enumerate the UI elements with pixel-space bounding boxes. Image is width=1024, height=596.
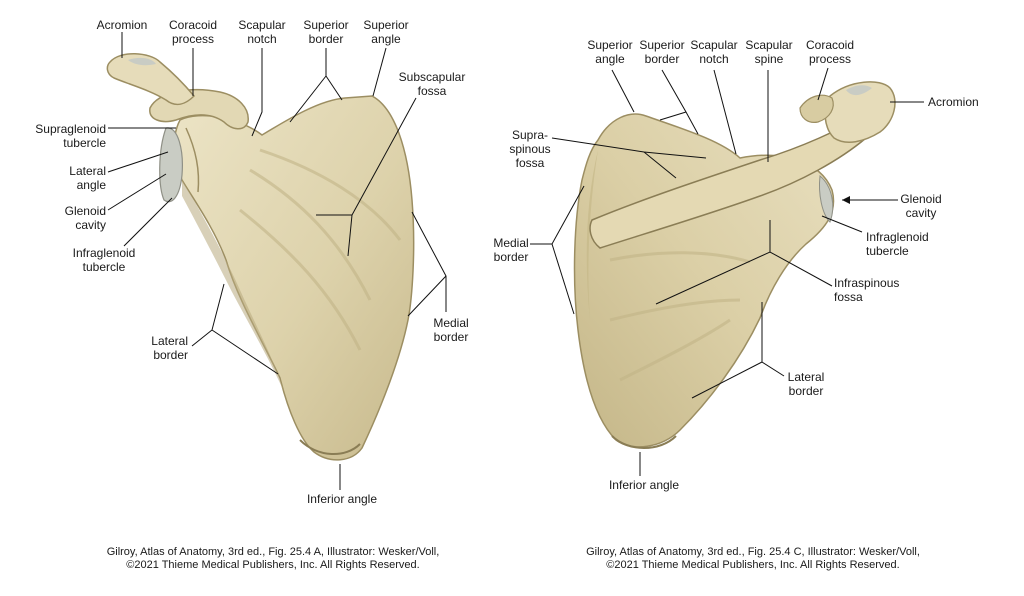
- label-supraglenoid-tubercle-left: Supraglenoid tubercle: [35, 122, 106, 150]
- right-inferior-rim: [611, 435, 677, 449]
- left-acromion-facet: [128, 57, 156, 66]
- leader-superior-border-right-2: [659, 111, 687, 121]
- label-glenoid-cavity-left: Glenoid cavity: [64, 204, 106, 232]
- label-coracoid-process-right: Coracoid process: [805, 38, 855, 66]
- leader-superior-border-left-2: [325, 75, 343, 101]
- leader-scapular-notch-left: [251, 48, 263, 137]
- right-coracoid: [799, 94, 834, 123]
- left-lateral-pillar: [182, 180, 284, 392]
- label-medial-border-right: Medial border: [493, 236, 529, 264]
- left-glenoid: [159, 127, 183, 203]
- label-medial-border-left: Medial border: [433, 316, 469, 344]
- left-acromion: [106, 53, 196, 106]
- label-infraspinous-fossa-right: Infraspinous fossa: [834, 276, 900, 304]
- glenoid-arrow-icon: [842, 196, 850, 204]
- label-infraglenoid-tubercle-right: Infraglenoid tubercle: [866, 230, 929, 258]
- right-scapula-blade: [573, 113, 835, 448]
- label-coracoid-process-left: Coracoid process: [168, 18, 218, 46]
- label-lateral-angle-left: Lateral angle: [69, 164, 106, 192]
- right-glenoid-edge: [819, 175, 834, 223]
- label-superior-angle-left: Superior angle: [363, 18, 409, 46]
- label-lateral-border-left: Lateral border: [151, 334, 188, 362]
- scapula-anterior-view: [106, 53, 415, 461]
- credit-left-line1: Gilroy, Atlas of Anatomy, 3rd ed., Fig. …: [106, 546, 440, 558]
- right-acromion-facet: [846, 85, 872, 96]
- scapula-posterior-view: [573, 81, 896, 449]
- leader-infraglenoid-left: [123, 197, 173, 247]
- leader-lateral-border-left-2: [211, 329, 279, 375]
- leader-lateral-border-right-2: [691, 361, 763, 399]
- label-scapular-notch-right: Scapular notch: [690, 38, 738, 66]
- label-inferior-angle-left: Inferior angle: [306, 492, 378, 506]
- leader-lateral-angle-left: [107, 151, 169, 173]
- label-superior-border-right: Superior border: [639, 38, 685, 66]
- label-acromion-left: Acromion: [96, 18, 148, 32]
- credit-left: Gilroy, Atlas of Anatomy, 3rd ed., Fig. …: [53, 546, 493, 572]
- label-subscapular-fossa-left: Subscapular fossa: [398, 70, 466, 98]
- label-infraglenoid-tubercle-left: Infraglenoid tubercle: [72, 246, 136, 274]
- left-neck-line: [185, 127, 200, 193]
- label-acromion-right: Acromion: [928, 95, 979, 109]
- leader-superior-angle-right: [611, 69, 635, 113]
- leader-infraglenoid-right: [821, 215, 863, 233]
- leader-superior-angle-left: [372, 47, 387, 97]
- label-scapular-notch-left: Scapular notch: [238, 18, 286, 46]
- leader-coracoid-right: [817, 67, 829, 101]
- leader-medial-border-left-2: [407, 275, 447, 317]
- label-glenoid-cavity-right: Glenoid cavity: [900, 192, 942, 220]
- credit-right-line1: Gilroy, Atlas of Anatomy, 3rd ed., Fig. …: [586, 546, 920, 558]
- label-scapular-spine-right: Scapular spine: [745, 38, 793, 66]
- leader-scapular-notch-right: [713, 69, 737, 155]
- leader-medial-border-right-2: [551, 243, 575, 315]
- left-scapula-blade: [173, 95, 415, 461]
- label-superior-angle-right: Superior angle: [587, 38, 633, 66]
- credit-left-line2: ©2021 Thieme Medical Publishers, Inc. Al…: [126, 559, 420, 571]
- right-acromion: [824, 81, 896, 144]
- leader-supraspinous-right-2: [643, 151, 677, 179]
- leader-lines-right: [530, 67, 924, 476]
- right-fossa-ridges: [609, 251, 751, 382]
- leader-glenoid-left: [107, 173, 167, 211]
- label-inferior-angle-right: Inferior angle: [608, 478, 680, 492]
- leader-lines-left: [107, 32, 447, 490]
- label-supraspinous-fossa-right: Supra- spinous fossa: [509, 128, 551, 170]
- label-superior-border-left: Superior border: [303, 18, 349, 46]
- left-fossa-ridges: [239, 148, 402, 351]
- left-inferior-rim: [299, 439, 361, 456]
- label-lateral-border-right: Lateral border: [787, 370, 825, 398]
- credit-right-line2: ©2021 Thieme Medical Publishers, Inc. Al…: [606, 559, 900, 571]
- credit-right: Gilroy, Atlas of Anatomy, 3rd ed., Fig. …: [533, 546, 973, 572]
